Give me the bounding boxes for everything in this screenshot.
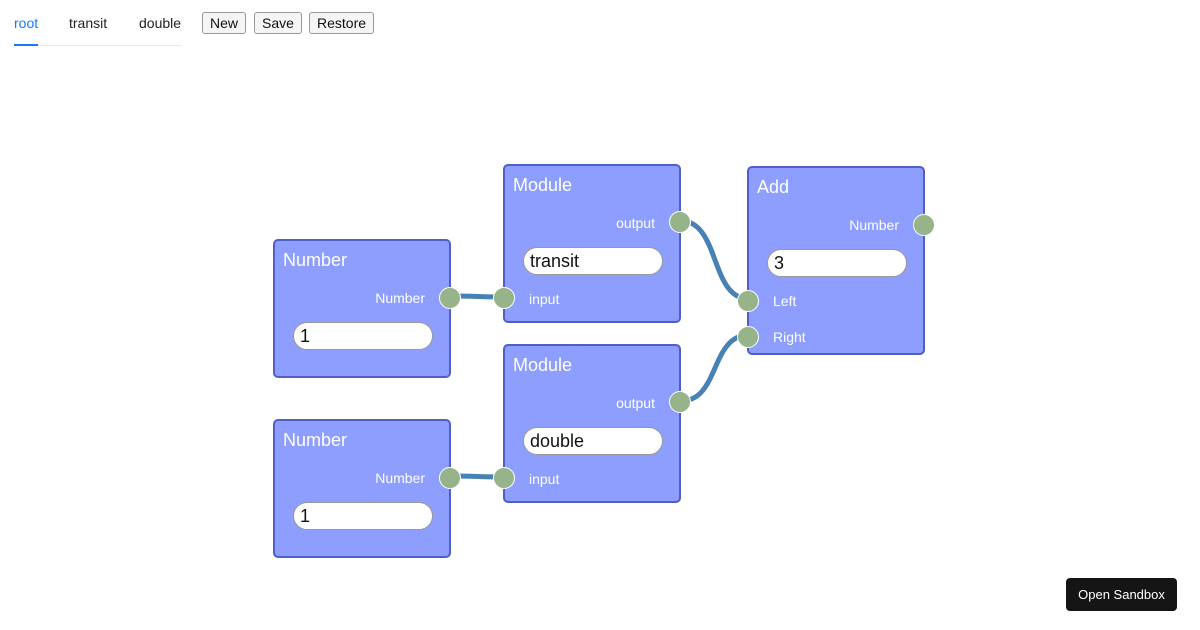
- output-label: Number: [375, 470, 425, 486]
- connection-module1-add-left[interactable]: [680, 218, 750, 302]
- output-socket[interactable]: [913, 214, 935, 236]
- tab-root[interactable]: root: [14, 14, 39, 46]
- right-input-label: Right: [773, 329, 806, 345]
- node-title: Add: [757, 177, 790, 197]
- input-socket[interactable]: [493, 287, 515, 309]
- connection-module2-add-right[interactable]: [680, 332, 750, 404]
- module-node[interactable]: Module output input: [493, 344, 691, 503]
- node-title: Module: [513, 175, 573, 195]
- node-title: Number: [283, 250, 348, 270]
- output-socket[interactable]: [439, 467, 461, 489]
- output-label: Number: [375, 290, 425, 306]
- number-value-input[interactable]: [293, 502, 433, 530]
- number-node[interactable]: Number Number: [273, 419, 461, 558]
- editor-tabs: root transit double: [14, 11, 181, 46]
- node-title: Module: [513, 355, 573, 375]
- right-input-socket[interactable]: [737, 326, 759, 348]
- module-name-input[interactable]: [523, 247, 663, 275]
- output-label: output: [616, 395, 655, 411]
- left-input-socket[interactable]: [737, 290, 759, 312]
- new-button[interactable]: New: [202, 12, 247, 34]
- open-sandbox-button[interactable]: Open Sandbox: [1066, 578, 1177, 611]
- tab-double[interactable]: double: [139, 15, 182, 31]
- node-title: Number: [283, 430, 348, 450]
- input-label: input: [529, 291, 560, 307]
- restore-button[interactable]: Restore: [309, 12, 375, 34]
- left-input-label: Left: [773, 293, 797, 309]
- save-button[interactable]: Save: [254, 12, 302, 34]
- output-label: Number: [849, 217, 899, 233]
- output-socket[interactable]: [669, 391, 691, 413]
- output-socket[interactable]: [669, 211, 691, 233]
- module-node[interactable]: Module output input: [493, 164, 691, 323]
- input-label: input: [529, 471, 560, 487]
- output-socket[interactable]: [439, 287, 461, 309]
- add-result-input[interactable]: [767, 249, 907, 277]
- add-node[interactable]: Add Number Left Right: [737, 166, 935, 355]
- input-socket[interactable]: [493, 467, 515, 489]
- number-value-input[interactable]: [293, 322, 433, 350]
- number-node[interactable]: Number Number: [273, 239, 461, 378]
- module-name-input[interactable]: [523, 427, 663, 455]
- output-label: output: [616, 215, 655, 231]
- tab-transit[interactable]: transit: [69, 15, 108, 31]
